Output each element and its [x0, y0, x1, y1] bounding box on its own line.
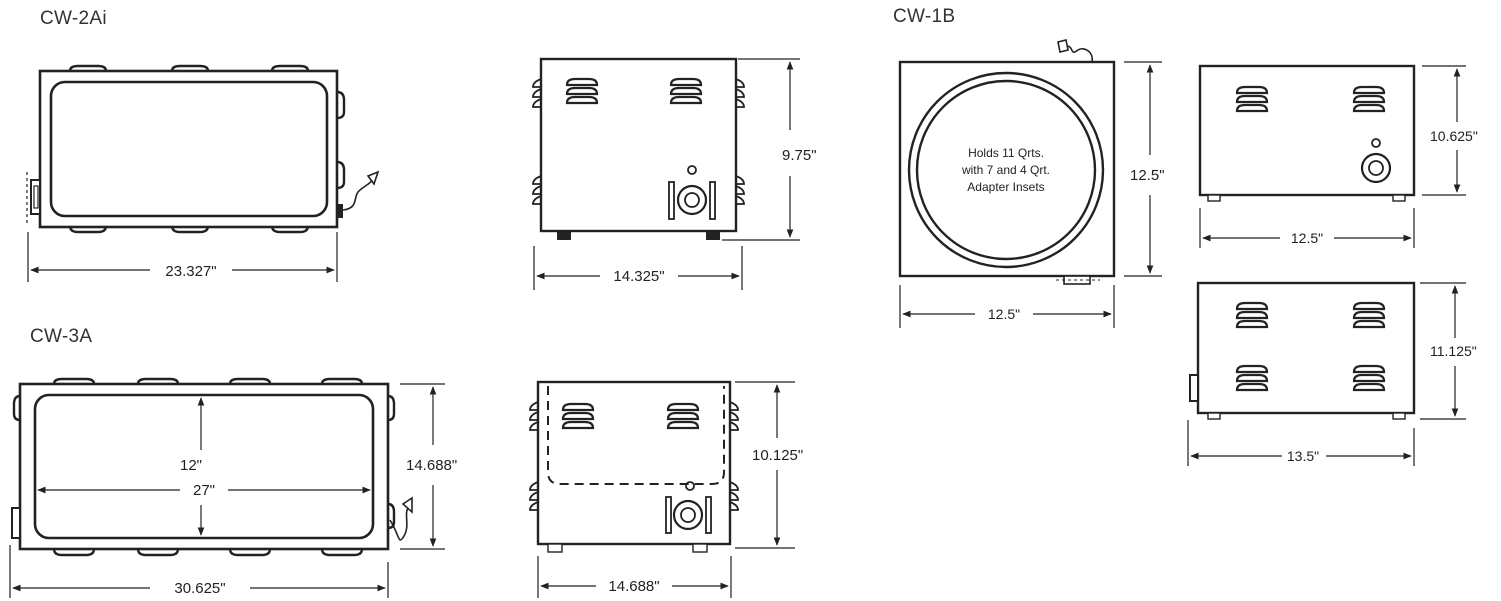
cw1b-group: CW-1B Holds 11 Qrts. with 7 and 4 Qrt. A…	[893, 6, 1478, 466]
cw1b-front-view: 10.625" 12.5"	[1198, 64, 1478, 248]
cw1b-side-width-label: 13.5"	[1287, 448, 1319, 464]
cw1b-top-view: Holds 11 Qrts. with 7 and 4 Qrt. Adapter…	[898, 39, 1165, 328]
cw3a-top-depth-label: 14.688"	[406, 457, 457, 474]
cw2ai-side-view: 9.75" 14.325"	[532, 57, 817, 290]
cw2ai-side-height-label: 9.75"	[782, 147, 817, 164]
cw3a-side-width-label: 14.688"	[608, 578, 659, 595]
cw1b-top-width-label: 12.5"	[988, 306, 1020, 322]
cw2ai-title: CW-2Ai	[40, 8, 107, 29]
cw3a-top-width-label: 30.625"	[174, 580, 225, 597]
cw1b-side-height-label: 11.125"	[1430, 343, 1477, 359]
cw2ai-group: CW-2Ai	[26, 8, 817, 290]
cw2ai-top-view: 23.327"	[26, 64, 380, 282]
cw3a-top-view: 12" 27" 14.688" 30.625"	[9, 377, 457, 598]
cw3a-inner-width-label: 27"	[193, 482, 215, 499]
cw3a-inner-depth-label: 12"	[180, 457, 202, 474]
cw2ai-side-width-label: 14.325"	[613, 268, 664, 285]
cw3a-group: CW-3A 12" 27"	[9, 326, 803, 598]
cw1b-side-view: 11.125" 13.5"	[1187, 281, 1477, 466]
cw1b-top-depth-label: 12.5"	[1130, 167, 1165, 184]
cw3a-side-view: 10.125" 14.688"	[529, 380, 803, 598]
cw3a-title: CW-3A	[30, 326, 92, 347]
cw1b-capacity-note-line-1: Holds 11 Qrts.	[968, 146, 1044, 160]
cw3a-side-height-label: 10.125"	[752, 447, 803, 464]
cw1b-front-width-label: 12.5"	[1291, 230, 1323, 246]
cw1b-title: CW-1B	[893, 6, 955, 27]
cw1b-front-height-label: 10.625"	[1430, 128, 1478, 144]
cw2ai-top-width-label: 23.327"	[165, 263, 216, 280]
cw1b-capacity-note-line-2: with 7 and 4 Qrt.	[961, 163, 1050, 177]
cw1b-capacity-note-line-3: Adapter Insets	[967, 180, 1044, 194]
